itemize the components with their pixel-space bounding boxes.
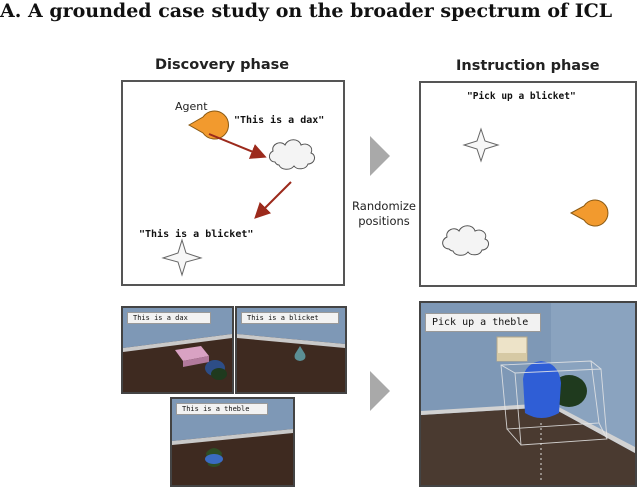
scene-pickup: Pick up a theble (419, 301, 637, 487)
scene-theble-label: This is a theble (176, 403, 268, 415)
discovery-diagram (161, 110, 316, 277)
scene-dax: This is a dax (121, 306, 234, 394)
blicket-quote: "This is a blicket" (139, 229, 254, 240)
scene-pickup-label: Pick up a theble (425, 313, 541, 332)
agent-label: Agent (175, 100, 208, 113)
blicket-star-icon (462, 127, 500, 163)
randomize-label: Randomize (352, 199, 416, 213)
scene-blicket-label: This is a blicket (241, 312, 339, 324)
chevron-right-icon (370, 136, 390, 176)
scene-blicket: This is a blicket (235, 306, 347, 394)
instruction-panel: "Pick up a blicket" (419, 81, 637, 287)
discovery-panel: Agent "This is a dax" "This is a blicket… (121, 80, 345, 286)
blicket-star-icon (161, 238, 203, 277)
chevron-right-icon-lower (370, 371, 390, 411)
instruction-diagram (442, 127, 609, 256)
pickup-quote: "Pick up a blicket" (467, 91, 576, 102)
agent-icon (187, 110, 229, 140)
arrow-to-dax (208, 133, 267, 159)
dax-cloud-icon (442, 225, 490, 256)
scene-dax-label: This is a dax (127, 312, 211, 324)
dax-cloud-icon (268, 139, 316, 170)
positions-label: positions (358, 214, 410, 228)
arrow-to-blicket (254, 181, 292, 219)
instruction-phase-title: Instruction phase (456, 58, 600, 74)
figure-title: A. A grounded case study on the broader … (0, 0, 613, 22)
scene-theble: This is a theble (170, 397, 295, 487)
agent-icon (569, 199, 609, 227)
dax-quote: "This is a dax" (234, 115, 325, 126)
discovery-phase-title: Discovery phase (155, 57, 290, 73)
